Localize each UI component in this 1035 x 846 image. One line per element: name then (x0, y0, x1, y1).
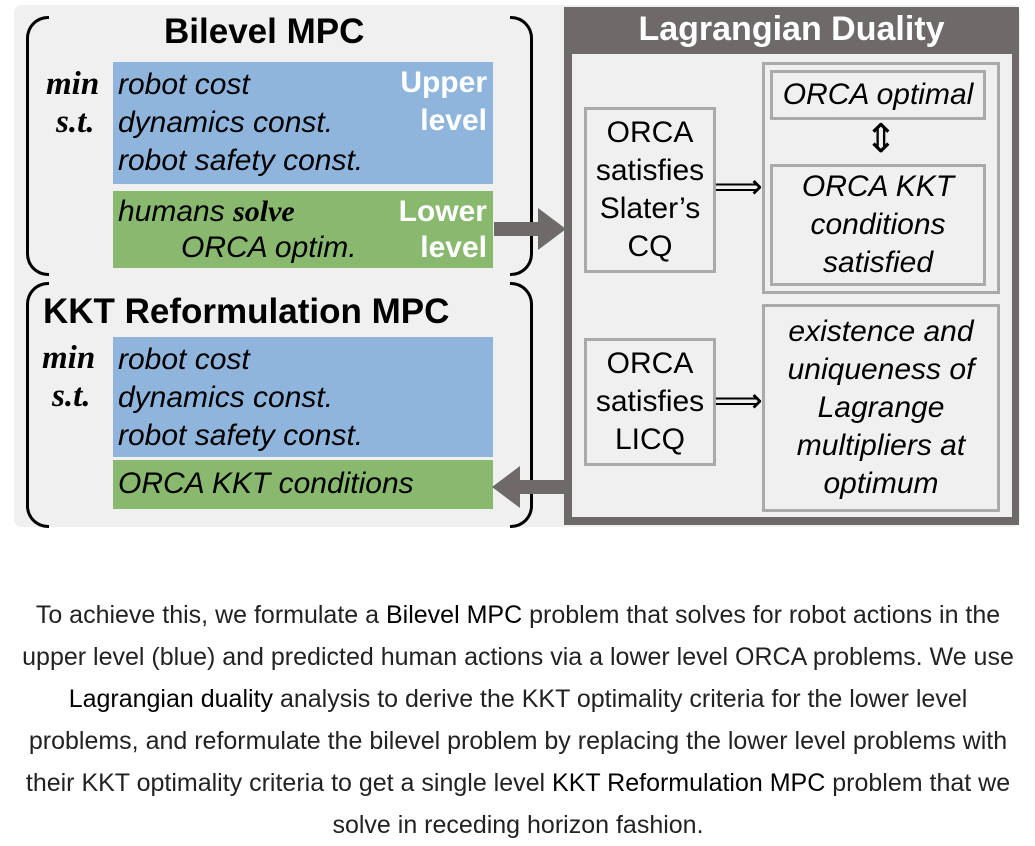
kkt-satisfied-line-1: ORCA KKT (801, 170, 955, 203)
lower-line-1: humans solve (118, 193, 295, 231)
lower-line-1-text: humans (118, 195, 234, 228)
equivalence-arrow: ⇕ (864, 117, 898, 161)
bilevel-title: Bilevel MPC (164, 12, 365, 51)
upper-line-safety: robot safety const. (118, 144, 364, 177)
duality-title: Lagrangian Duality (638, 10, 945, 48)
upper-level-label-2: level (420, 104, 487, 137)
kkt-title: KKT Reformulation MPC (43, 292, 450, 331)
implies-arrow-2: ⟹ (714, 382, 763, 420)
slater-cq-box: ORCA satisfies Slater’s CQ (584, 107, 716, 273)
figure-caption: To achieve this, we formulate a Bilevel … (18, 594, 1018, 846)
caption-bold-duality: Lagrangian duality (68, 685, 274, 713)
lower-level-label-2: level (420, 231, 487, 264)
existence-line-3: Lagrange (817, 391, 945, 424)
lagrange-multipliers-box: existence and uniqueness of Lagrange mul… (762, 304, 1000, 512)
bilevel-lower-level-box: humans solve ORCA optim. Lower level (113, 191, 493, 268)
existence-line-2: uniqueness of (787, 353, 975, 386)
kkt-conditions-box: ORCA KKT conditions (113, 460, 493, 509)
lower-line-2: ORCA optim. (181, 231, 357, 264)
slater-line-1: ORCA (606, 116, 694, 149)
licq-line-1: ORCA (606, 347, 694, 380)
caption-part-3: analysis to derive the KKT optimality cr… (25, 685, 1008, 797)
slater-line-2: satisfies (595, 154, 705, 187)
bilevel-min-label: min (46, 66, 100, 102)
kkt-satisfied-line-3: satisfied (822, 246, 934, 279)
kkt-upper-box: robot cost dynamics const. robot safety … (113, 337, 493, 457)
upper-line-robot-cost: robot cost (118, 68, 250, 101)
bilevel-upper-level-box: robot cost dynamics const. robot safety … (113, 62, 493, 184)
kkt-line-robot-cost: robot cost (118, 343, 250, 376)
arrow-to-kkt (492, 466, 564, 508)
bilevel-st-label: s.t. (56, 104, 95, 140)
caption-bold-kkt: KKT Reformulation MPC (552, 769, 826, 797)
caption-part-1: To achieve this, we formulate a (35, 601, 386, 629)
orca-kkt-satisfied-box: ORCA KKT conditions satisfied (770, 164, 986, 286)
upper-line-dynamics: dynamics const. (118, 106, 334, 139)
licq-box: ORCA satisfies LICQ (584, 338, 716, 466)
existence-line-1: existence and (788, 315, 974, 348)
kkt-satisfied-line-2: conditions (810, 208, 946, 241)
kkt-min-label: min (42, 340, 96, 376)
lower-line-1-solve: solve (233, 195, 295, 228)
licq-line-2: satisfies (595, 385, 705, 418)
existence-line-4: multipliers at (796, 429, 966, 462)
kkt-st-label: s.t. (52, 378, 91, 414)
kkt-conditions-text: ORCA KKT conditions (118, 467, 414, 500)
implies-arrow-1: ⟹ (714, 168, 763, 206)
slater-line-4: CQ (627, 230, 673, 263)
kkt-line-dynamics: dynamics const. (118, 381, 334, 414)
existence-line-5: optimum (823, 467, 939, 500)
kkt-line-safety: robot safety const. (118, 419, 364, 452)
arrow-to-duality (494, 208, 566, 250)
upper-level-label-1: Upper (400, 66, 487, 99)
orca-optimal-box: ORCA optimal (770, 70, 986, 120)
lower-level-label-1: Lower (398, 195, 487, 228)
caption-bold-bilevel: Bilevel MPC (385, 601, 523, 629)
orca-optimal-text: ORCA optimal (782, 78, 974, 111)
slater-line-3: Slater’s (599, 192, 701, 225)
bilevel-left-brace (26, 16, 49, 276)
licq-line-3: LICQ (614, 423, 686, 456)
caption-part-2: problem that solves for robot actions in… (22, 601, 1014, 671)
caption-part-4: problem that we solve in receding horizo… (332, 769, 1011, 839)
